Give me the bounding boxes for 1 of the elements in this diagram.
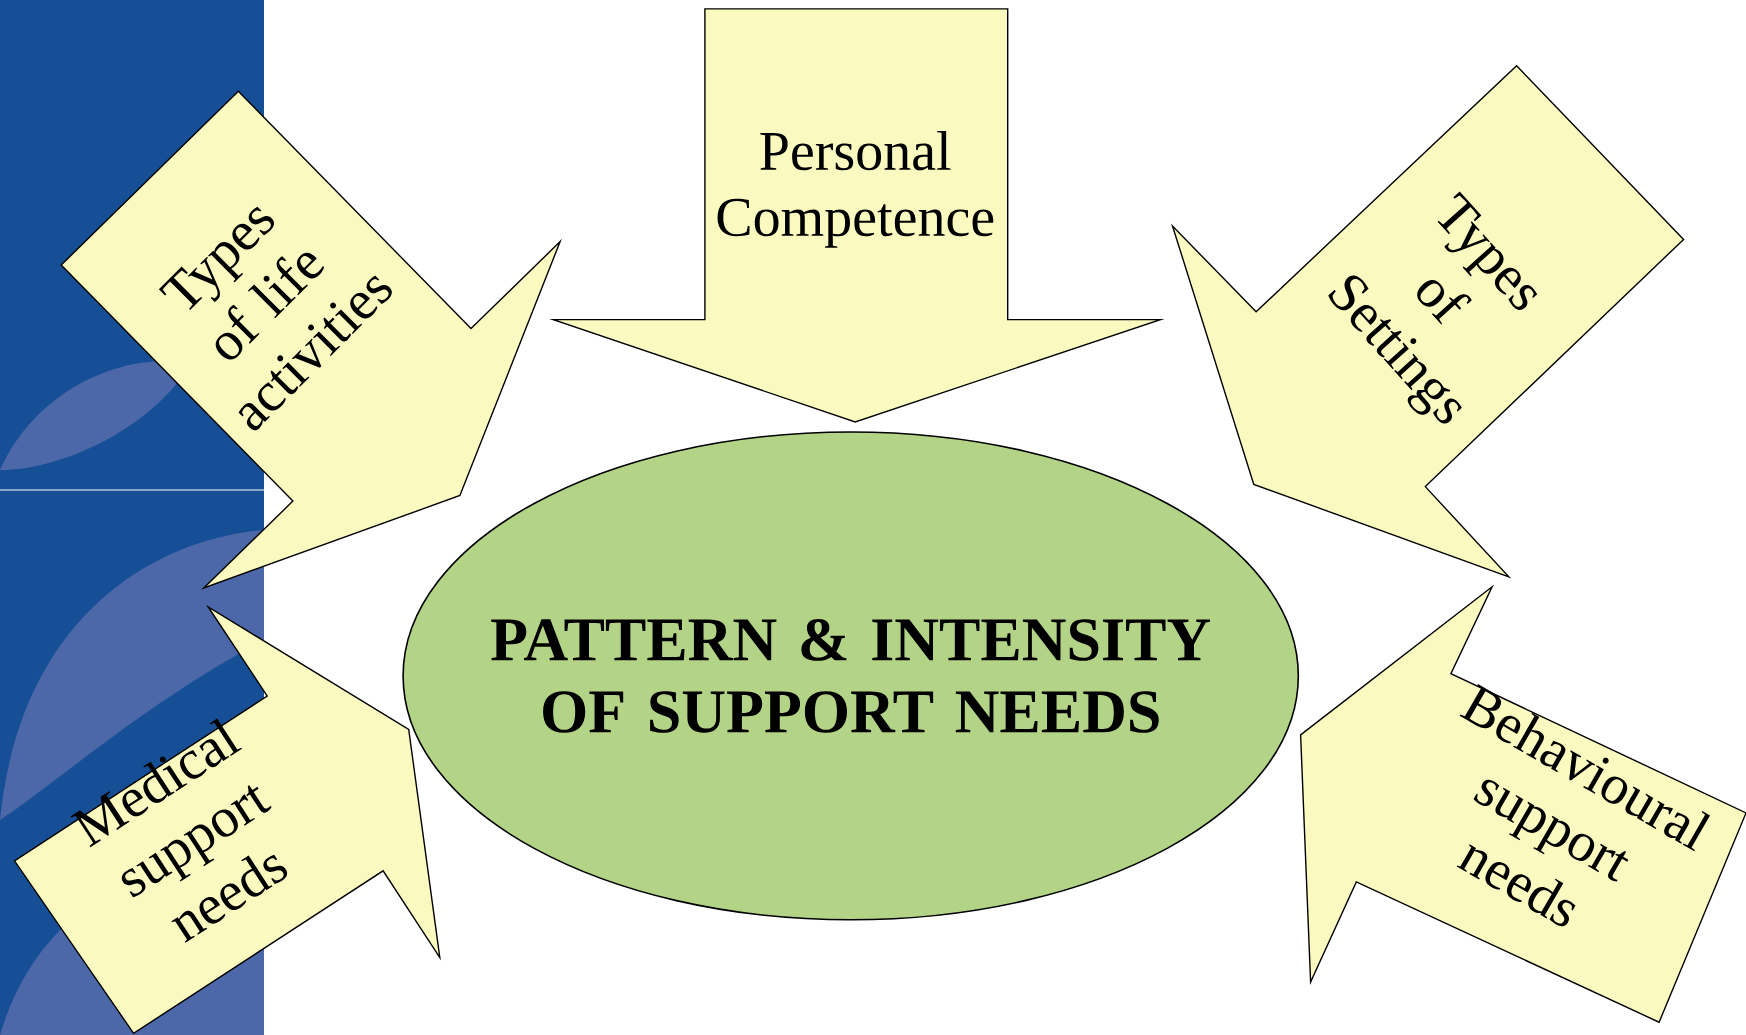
arrow-shaped-box: Personal Competence bbox=[549, 8, 1165, 423]
